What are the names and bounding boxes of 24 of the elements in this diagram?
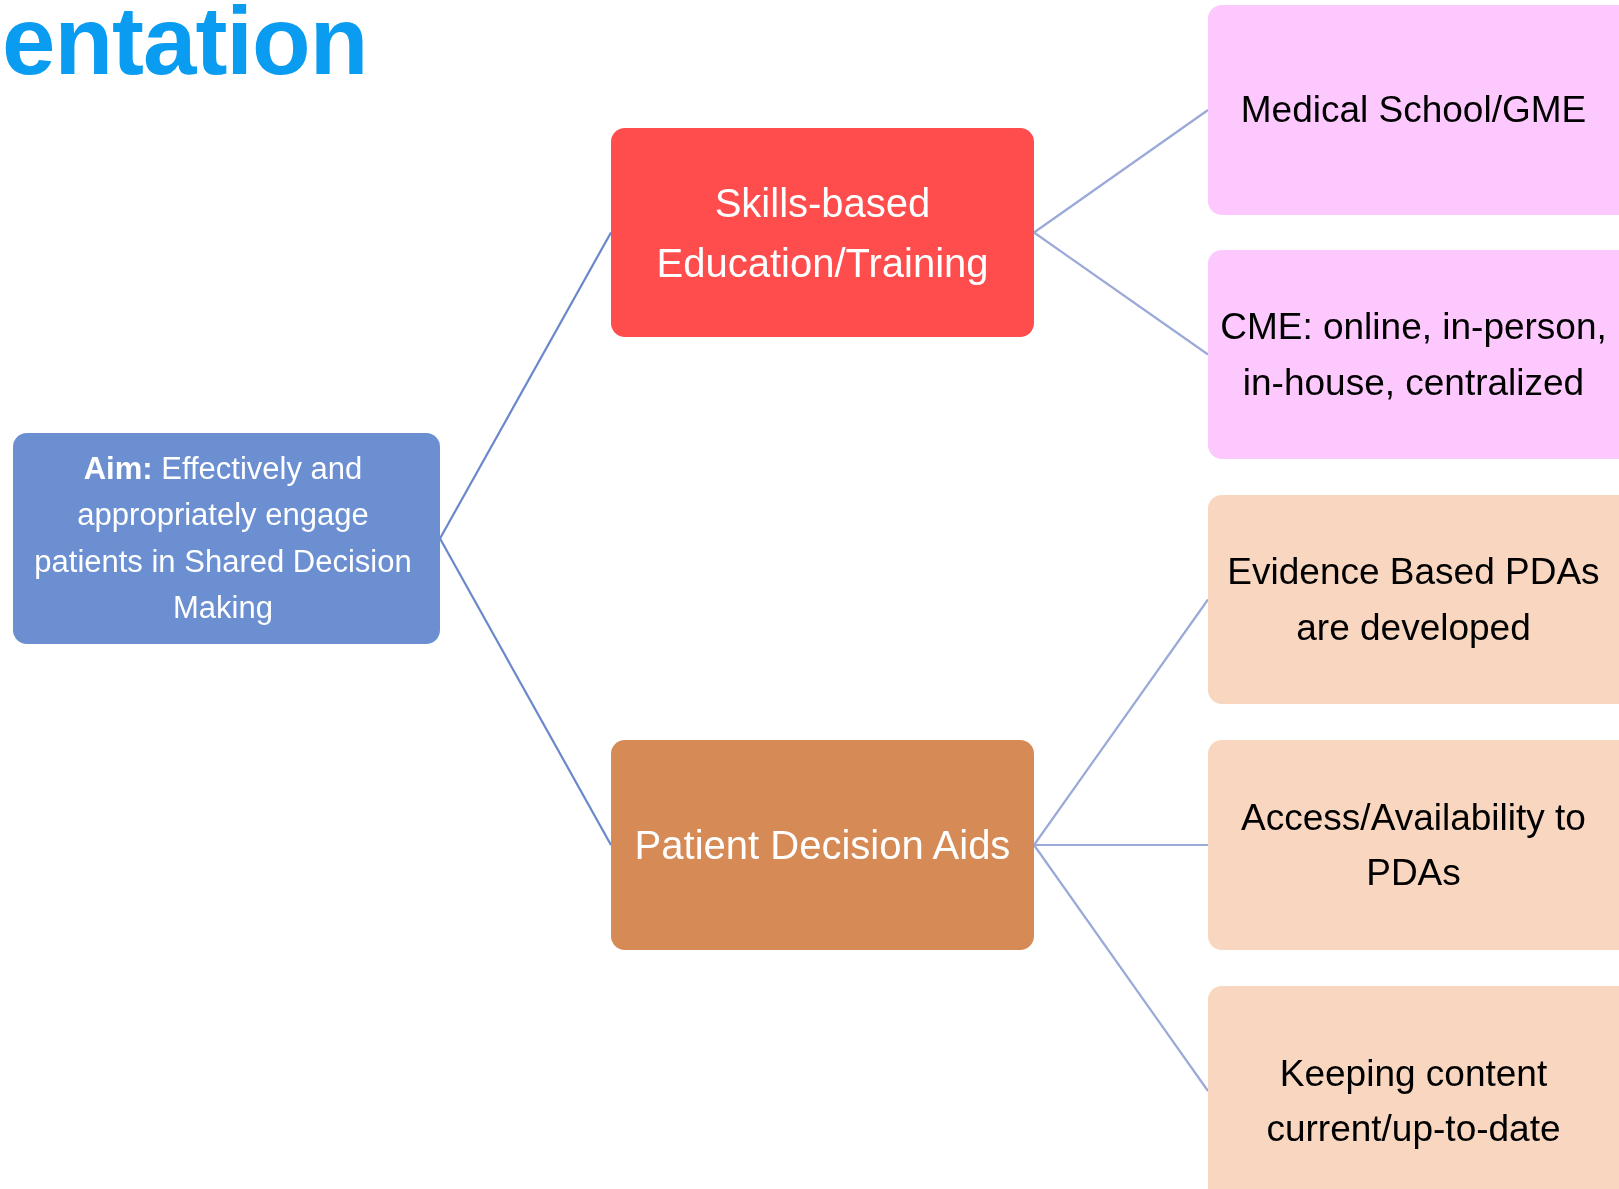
connector-line bbox=[1034, 843, 1208, 847]
item-box bbox=[1208, 986, 1619, 1189]
box-text: Keeping content current/up-to-date bbox=[1265, 1051, 1562, 1151]
box-text: Skills-based Education/Training bbox=[655, 179, 990, 287]
connector-line bbox=[1033, 231, 1209, 356]
connector-line bbox=[439, 231, 612, 540]
item-box bbox=[1208, 495, 1619, 704]
page-title: entation bbox=[2, 0, 368, 96]
item-box bbox=[1208, 740, 1619, 950]
box-text: Evidence Based PDAs are developed bbox=[1226, 550, 1601, 650]
box-text: Access/Availability to PDAs bbox=[1240, 795, 1587, 895]
connector-line bbox=[1033, 109, 1209, 234]
connector-line bbox=[1033, 844, 1209, 1092]
aim-box bbox=[13, 433, 440, 644]
connector-line bbox=[1033, 598, 1209, 846]
box-text: Medical School/GME bbox=[1239, 88, 1588, 133]
box-text: Aim: Effectively and appropriately engage patients in Shared Decision Making bbox=[33, 449, 413, 627]
category-box bbox=[611, 740, 1034, 950]
category-box bbox=[611, 128, 1034, 337]
connector-line bbox=[439, 537, 612, 846]
box-text: Patient Decision Aids bbox=[633, 822, 1012, 869]
box-text: CME: online, in-person, in-house, centralized bbox=[1219, 305, 1608, 405]
item-box bbox=[1208, 250, 1619, 459]
item-box bbox=[1208, 5, 1619, 215]
